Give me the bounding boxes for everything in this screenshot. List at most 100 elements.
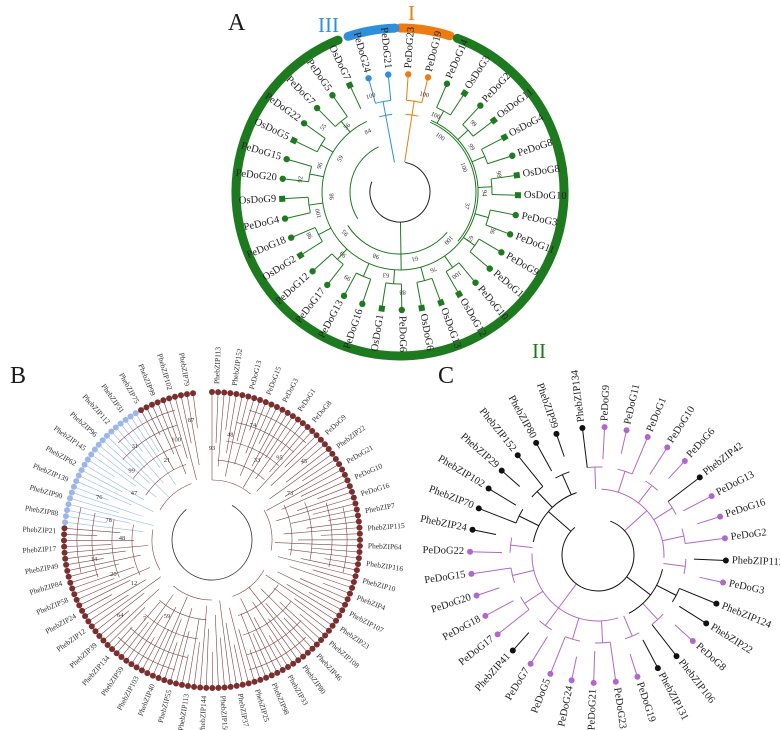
bootstrap-value: 56 (343, 121, 353, 131)
panel-a-tree: 1001001009999100989437366510010076618863… (231, 1, 569, 363)
leaf-label: PeDoG5 (304, 57, 334, 93)
bootstrap-value: 48 (227, 432, 234, 439)
branch (311, 547, 360, 553)
branch (140, 409, 174, 470)
branch (343, 272, 357, 297)
tip-marker (720, 579, 727, 586)
leaf-label: PhebZIP139 (32, 461, 70, 484)
branch (268, 635, 289, 668)
tip-marker (527, 660, 534, 667)
leaf-label: OsDoG1 (370, 314, 387, 353)
bootstrap-value: 94 (480, 190, 487, 197)
branch (361, 279, 372, 304)
tip-marker (339, 607, 346, 614)
tip-marker (313, 432, 320, 439)
tip-marker (348, 488, 355, 495)
bootstrap-value: 36 (487, 226, 496, 235)
tip-marker (498, 467, 505, 474)
leaf-label: PeDoG18 (441, 614, 483, 643)
branch (225, 393, 231, 430)
leaf-label: PeDoG9 (599, 385, 612, 422)
square-marker (437, 298, 445, 307)
tip-marker (469, 526, 476, 533)
bootstrap-value: 63 (382, 271, 390, 279)
circle-marker (300, 120, 308, 127)
internal-arc (334, 116, 348, 127)
square-marker (460, 89, 469, 98)
branch (387, 74, 392, 101)
branch (187, 618, 200, 687)
branch (685, 537, 725, 545)
tip-marker (61, 543, 68, 550)
tip-marker (355, 518, 362, 525)
tip-marker (568, 677, 575, 684)
circle-marker (477, 102, 484, 109)
tip-marker (128, 661, 135, 668)
branch (300, 474, 346, 497)
branch (693, 558, 726, 561)
tip-marker (313, 641, 320, 648)
branch (135, 413, 160, 452)
branch (471, 567, 512, 575)
branch (593, 650, 596, 683)
tip-marker (149, 672, 156, 679)
branch (146, 407, 161, 436)
tip-marker (257, 397, 264, 404)
branch (697, 516, 721, 525)
leaf-label: PeDoG18 (245, 235, 287, 261)
tip-marker (318, 637, 325, 644)
tree-branches (282, 74, 518, 310)
tip-marker (227, 683, 234, 690)
leaf-label: PhebZIP22 (708, 622, 754, 657)
branch (240, 613, 267, 678)
branch (65, 521, 144, 533)
branch (512, 632, 530, 651)
tip-marker (69, 585, 76, 592)
internal-arc (242, 601, 292, 636)
internal-arc (379, 113, 393, 118)
tip-marker (509, 647, 516, 654)
panel-b-letter: B (10, 363, 26, 389)
internal-arc (129, 627, 188, 658)
branch (474, 213, 489, 219)
tip-marker (344, 477, 351, 484)
clade-arc-i (395, 23, 455, 41)
branch (281, 480, 348, 510)
branch (602, 427, 606, 460)
branch (239, 404, 272, 477)
tip-marker (61, 525, 68, 532)
branch (252, 633, 272, 676)
tip-marker (155, 675, 162, 682)
leaf-label: PhebZIP25 (253, 688, 271, 723)
leaf-label: PhebZIP75 (117, 371, 141, 405)
leaf-label: PhebZIP84 (28, 579, 63, 597)
branch (485, 224, 511, 235)
branch (258, 406, 278, 444)
internal-arc (132, 444, 182, 479)
bootstrap-value: 12 (131, 580, 138, 587)
leaf-label: OsDoG8 (522, 164, 561, 180)
tip-marker (268, 401, 275, 408)
branch (631, 436, 649, 475)
tip-marker (309, 428, 316, 435)
internal-arc (316, 138, 326, 153)
branch (126, 594, 174, 661)
bootstrap-value: 92 (297, 176, 305, 183)
branch (131, 615, 164, 665)
leaf-label: PhebZIP102 (436, 453, 487, 490)
branch (312, 503, 356, 515)
branch (233, 644, 243, 685)
branch (291, 509, 357, 524)
branch (293, 140, 318, 153)
branch (544, 607, 559, 626)
circle-marker (281, 215, 289, 222)
circle-marker (472, 279, 479, 286)
internal-arc (236, 422, 295, 453)
bootstrap-value: 76 (428, 265, 437, 274)
tip-marker (160, 397, 167, 404)
bootstrap-value: 33 (254, 457, 261, 464)
leaf-label: PeDoG11 (514, 231, 556, 256)
branch (76, 567, 150, 601)
branch (289, 566, 353, 589)
